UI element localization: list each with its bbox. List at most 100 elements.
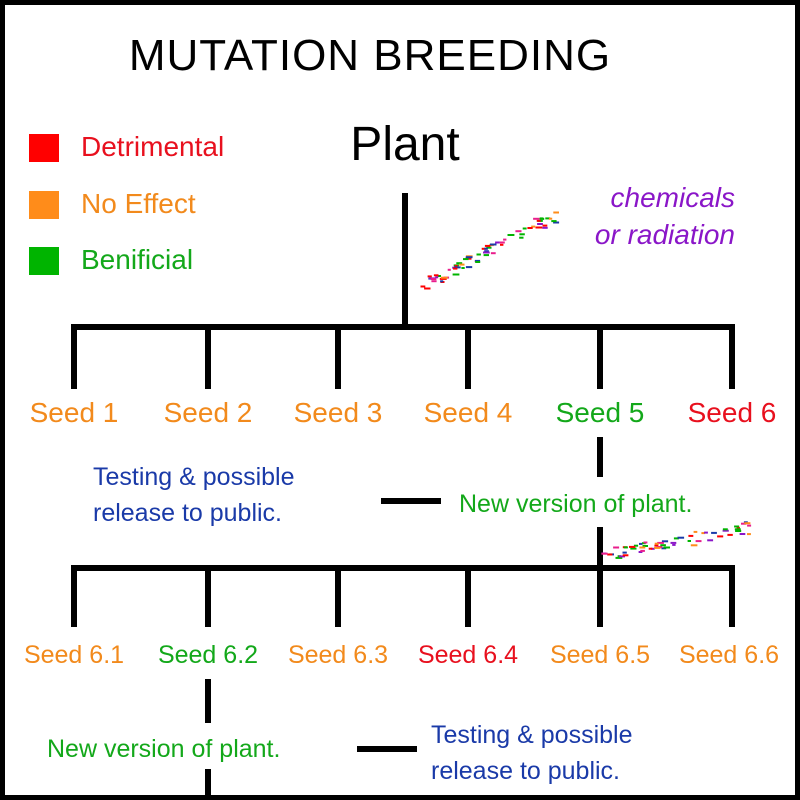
mutagen-particle [500,243,504,246]
mutagen-particle [454,264,458,267]
seed-6: Seed 6 [687,397,777,428]
mutagen-particle [654,546,661,549]
mutagen-particle [722,528,728,531]
mutagen-particle [642,545,648,547]
mutagen-particle [535,226,543,229]
mutagen-particle [735,530,742,532]
mutagen-particle [673,537,679,540]
gen1-testing-note: Testing & possible release to public. [93,459,295,531]
mutagen-particle [484,244,491,247]
mutagen-particle [537,223,543,225]
mutagen-line-2: or radiation [594,219,735,250]
orange-swatch-icon [29,191,59,219]
gen2-testing-note: Testing & possible release to public. [431,717,633,789]
seed-3: Seed 3 [293,397,383,428]
testing-note-line-2: release to public. [93,499,283,527]
mutagen-particle [483,251,490,254]
mutagen-particle [531,225,536,228]
mutagen-particle [633,544,639,547]
mutagen-particle [420,285,426,288]
mutagen-particle [663,546,670,549]
seed-6-4: Seed 6.4 [417,641,519,669]
mutagen-particle [452,273,460,276]
seed-1: Seed 1 [29,397,119,428]
mutagen-particle [437,275,441,277]
mutagen-particle [453,267,458,270]
mutagen-particle [553,221,560,224]
mutagen-particle [639,546,646,549]
mutagen-particle [475,261,481,263]
mutagen-particle [687,540,691,542]
testing-note-line-2: release to public. [431,757,621,785]
mutagen-particle [431,280,437,283]
mutagen-particle [601,552,608,555]
mutagen-particle [519,236,524,239]
mutagen-particle [484,247,488,250]
seed-6-6: Seed 6.6 [678,641,780,669]
mutagen-particle [461,267,465,269]
mutagen-particle [548,217,553,220]
mutagen-particle [701,532,705,535]
mutagen-particle [490,252,496,255]
mutagen-particle [522,227,527,230]
mutagen-particle [519,233,525,236]
gen1-new-version-note: New version of plant. [459,490,693,518]
mutagen-particle [640,549,645,552]
mutagen-particle [622,554,629,557]
plant-label: Plant [350,118,460,171]
green-swatch-icon [29,247,59,275]
mutagen-particle [688,534,694,537]
mutagen-particle [435,276,439,279]
mutagen-particle [651,547,655,550]
mutagen-particle [515,230,522,233]
mutagen-particle [654,542,659,545]
mutagen-particle [695,540,702,543]
mutagen-particle [734,525,740,528]
mutagen-particle [704,531,708,534]
mutagen-particle [424,287,431,290]
mutagen-particle [615,556,623,559]
seed-6-1: Seed 6.1 [23,641,125,669]
mutagen-particle [507,234,515,236]
mutagen-particle [657,541,664,544]
mutagen-particle [474,259,481,262]
mutagen-particle [722,529,729,532]
testing-note-line-1: Testing & possible [431,721,633,749]
mutagen-particle [629,545,636,548]
mutagen-particle [481,247,487,250]
mutagen-particle [711,531,717,534]
mutagen-particle [677,536,685,539]
mutagen-particle [465,256,473,259]
mutagen-particle [639,542,643,545]
seed-4: Seed 4 [423,397,513,428]
seed-5: Seed 5 [555,397,645,428]
mutagen-particle [648,547,653,550]
mutagen-particle [489,243,497,246]
mutagen-particle [736,526,740,529]
mutagen-particle [483,254,489,257]
mutagen-particle [670,541,677,544]
mutagen-particle [459,263,465,266]
mutagen-particle [433,274,439,277]
seed-2: Seed 2 [163,397,253,428]
legend-label: Detrimental [81,131,225,162]
mutagen-particle [654,544,659,547]
mutagen-particle [630,547,637,550]
mutagen-particle [447,268,451,271]
mutagen-particle [536,219,541,222]
mutagen-particle [661,540,669,543]
mutagen-particle [744,522,751,525]
mutagen-particle [440,276,448,279]
mutagen-particle [439,277,447,280]
gen2-new-version-note: New version of plant. [47,735,281,763]
mutagen-particle [739,533,746,535]
mutagen-particle [533,217,540,220]
mutagen-particle [727,533,733,536]
mutagen-particle [463,258,469,261]
mutagen-particle [440,280,444,283]
mutagen-particle [690,544,698,547]
mutagen-particle [717,535,724,538]
legend-label: Benificial [81,244,194,275]
legend-label: No Effect [81,188,196,219]
